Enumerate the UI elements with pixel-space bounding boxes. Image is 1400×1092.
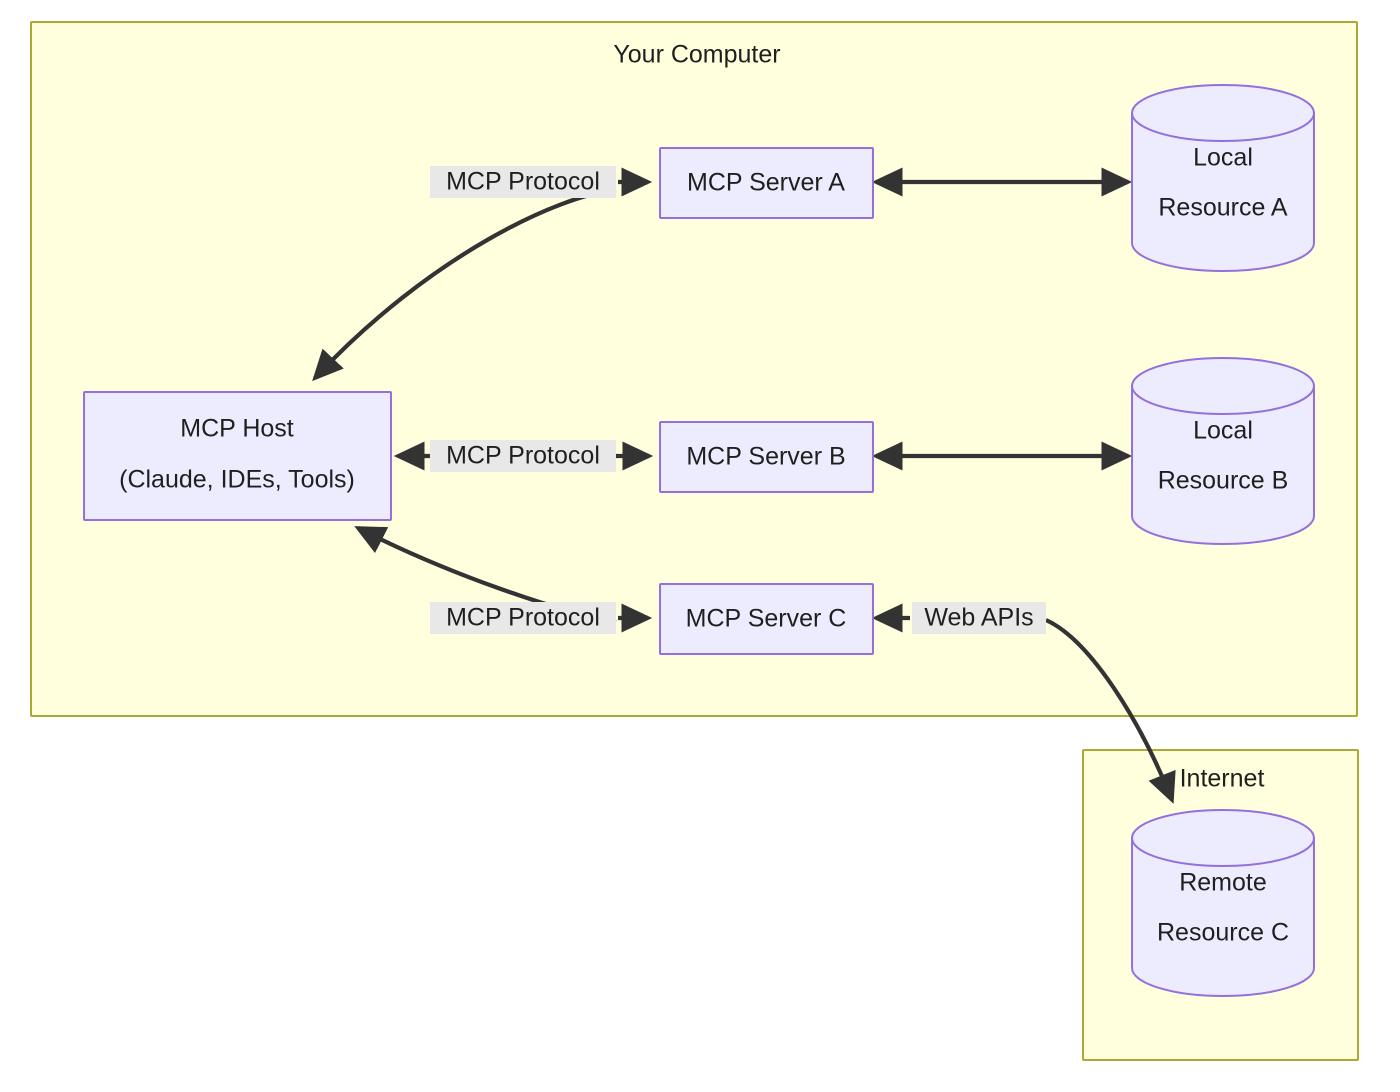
edge-label-text: Web APIs (924, 604, 1033, 632)
node-remote-resource-c-line1: Remote (1179, 869, 1267, 897)
cluster-label-your-computer: Your Computer (613, 41, 780, 69)
edge-label-server-c-to-remote-c: Web APIs (912, 602, 1046, 634)
edge-label-text: MCP Protocol (446, 604, 600, 632)
edge-label-text: MCP Protocol (446, 168, 600, 196)
node-remote-resource-c[interactable]: Remote Resource C (1131, 809, 1315, 997)
node-local-resource-b-line2: Resource B (1158, 467, 1289, 495)
node-mcp-host-line2: (Claude, IDEs, Tools) (119, 466, 355, 494)
node-remote-resource-c-line2: Resource C (1157, 919, 1289, 947)
edge-label-host-to-server-b: MCP Protocol (430, 440, 616, 472)
node-mcp-server-c[interactable]: MCP Server C (659, 583, 874, 655)
edge-label-host-to-server-c: MCP Protocol (430, 602, 616, 634)
node-local-resource-b-line1: Local (1193, 417, 1253, 445)
node-mcp-host[interactable]: MCP Host (Claude, IDEs, Tools) (83, 391, 392, 521)
node-mcp-server-a-label: MCP Server A (687, 169, 845, 197)
edge-label-text: MCP Protocol (446, 442, 600, 470)
node-local-resource-a-line2: Resource A (1158, 194, 1288, 222)
edge-label-host-to-server-a: MCP Protocol (430, 166, 616, 198)
node-mcp-host-line1: MCP Host (180, 415, 294, 443)
node-local-resource-b[interactable]: Local Resource B (1131, 357, 1315, 545)
cluster-label-internet: Internet (1180, 765, 1265, 793)
node-mcp-server-b-label: MCP Server B (686, 443, 845, 471)
edge-server-c-to-remote-c (871, 603, 1176, 804)
node-local-resource-a[interactable]: Local Resource A (1131, 84, 1315, 272)
node-mcp-server-c-label: MCP Server C (686, 605, 847, 633)
node-mcp-server-b[interactable]: MCP Server B (659, 421, 874, 493)
node-mcp-server-a[interactable]: MCP Server A (659, 147, 874, 219)
node-local-resource-a-line1: Local (1193, 144, 1253, 172)
